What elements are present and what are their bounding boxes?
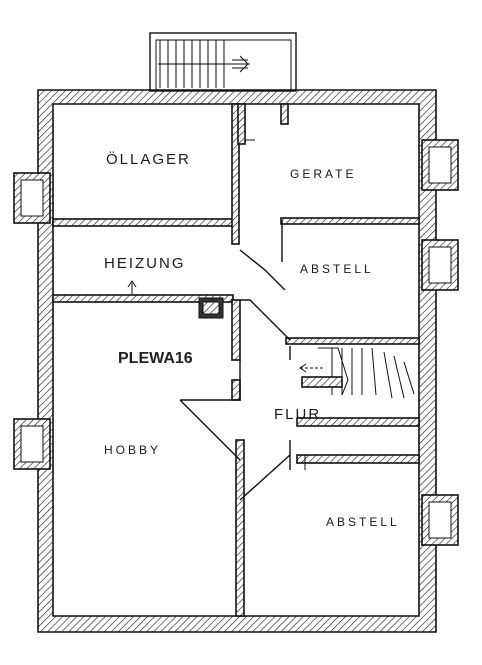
internal-stairs (299, 347, 415, 399)
room-label-flur: FLUR (274, 406, 321, 423)
room-label-geraete: GERATE (290, 167, 356, 181)
entrance-stairs (149, 32, 297, 92)
room-label-abstell-top: ABSTELL (300, 262, 374, 276)
room-label-heizung: HEIZUNG (104, 255, 186, 272)
window-bays (13, 139, 459, 546)
door-swings (127, 104, 306, 501)
interior-walls (52, 103, 420, 617)
room-label-plewa: PLEWA16 (118, 350, 193, 367)
room-label-oellager: ÖLLAGER (106, 150, 191, 168)
room-label-abstell-bottom: ABSTELL (326, 515, 400, 529)
room-label-hobby: HOBBY (104, 443, 161, 457)
